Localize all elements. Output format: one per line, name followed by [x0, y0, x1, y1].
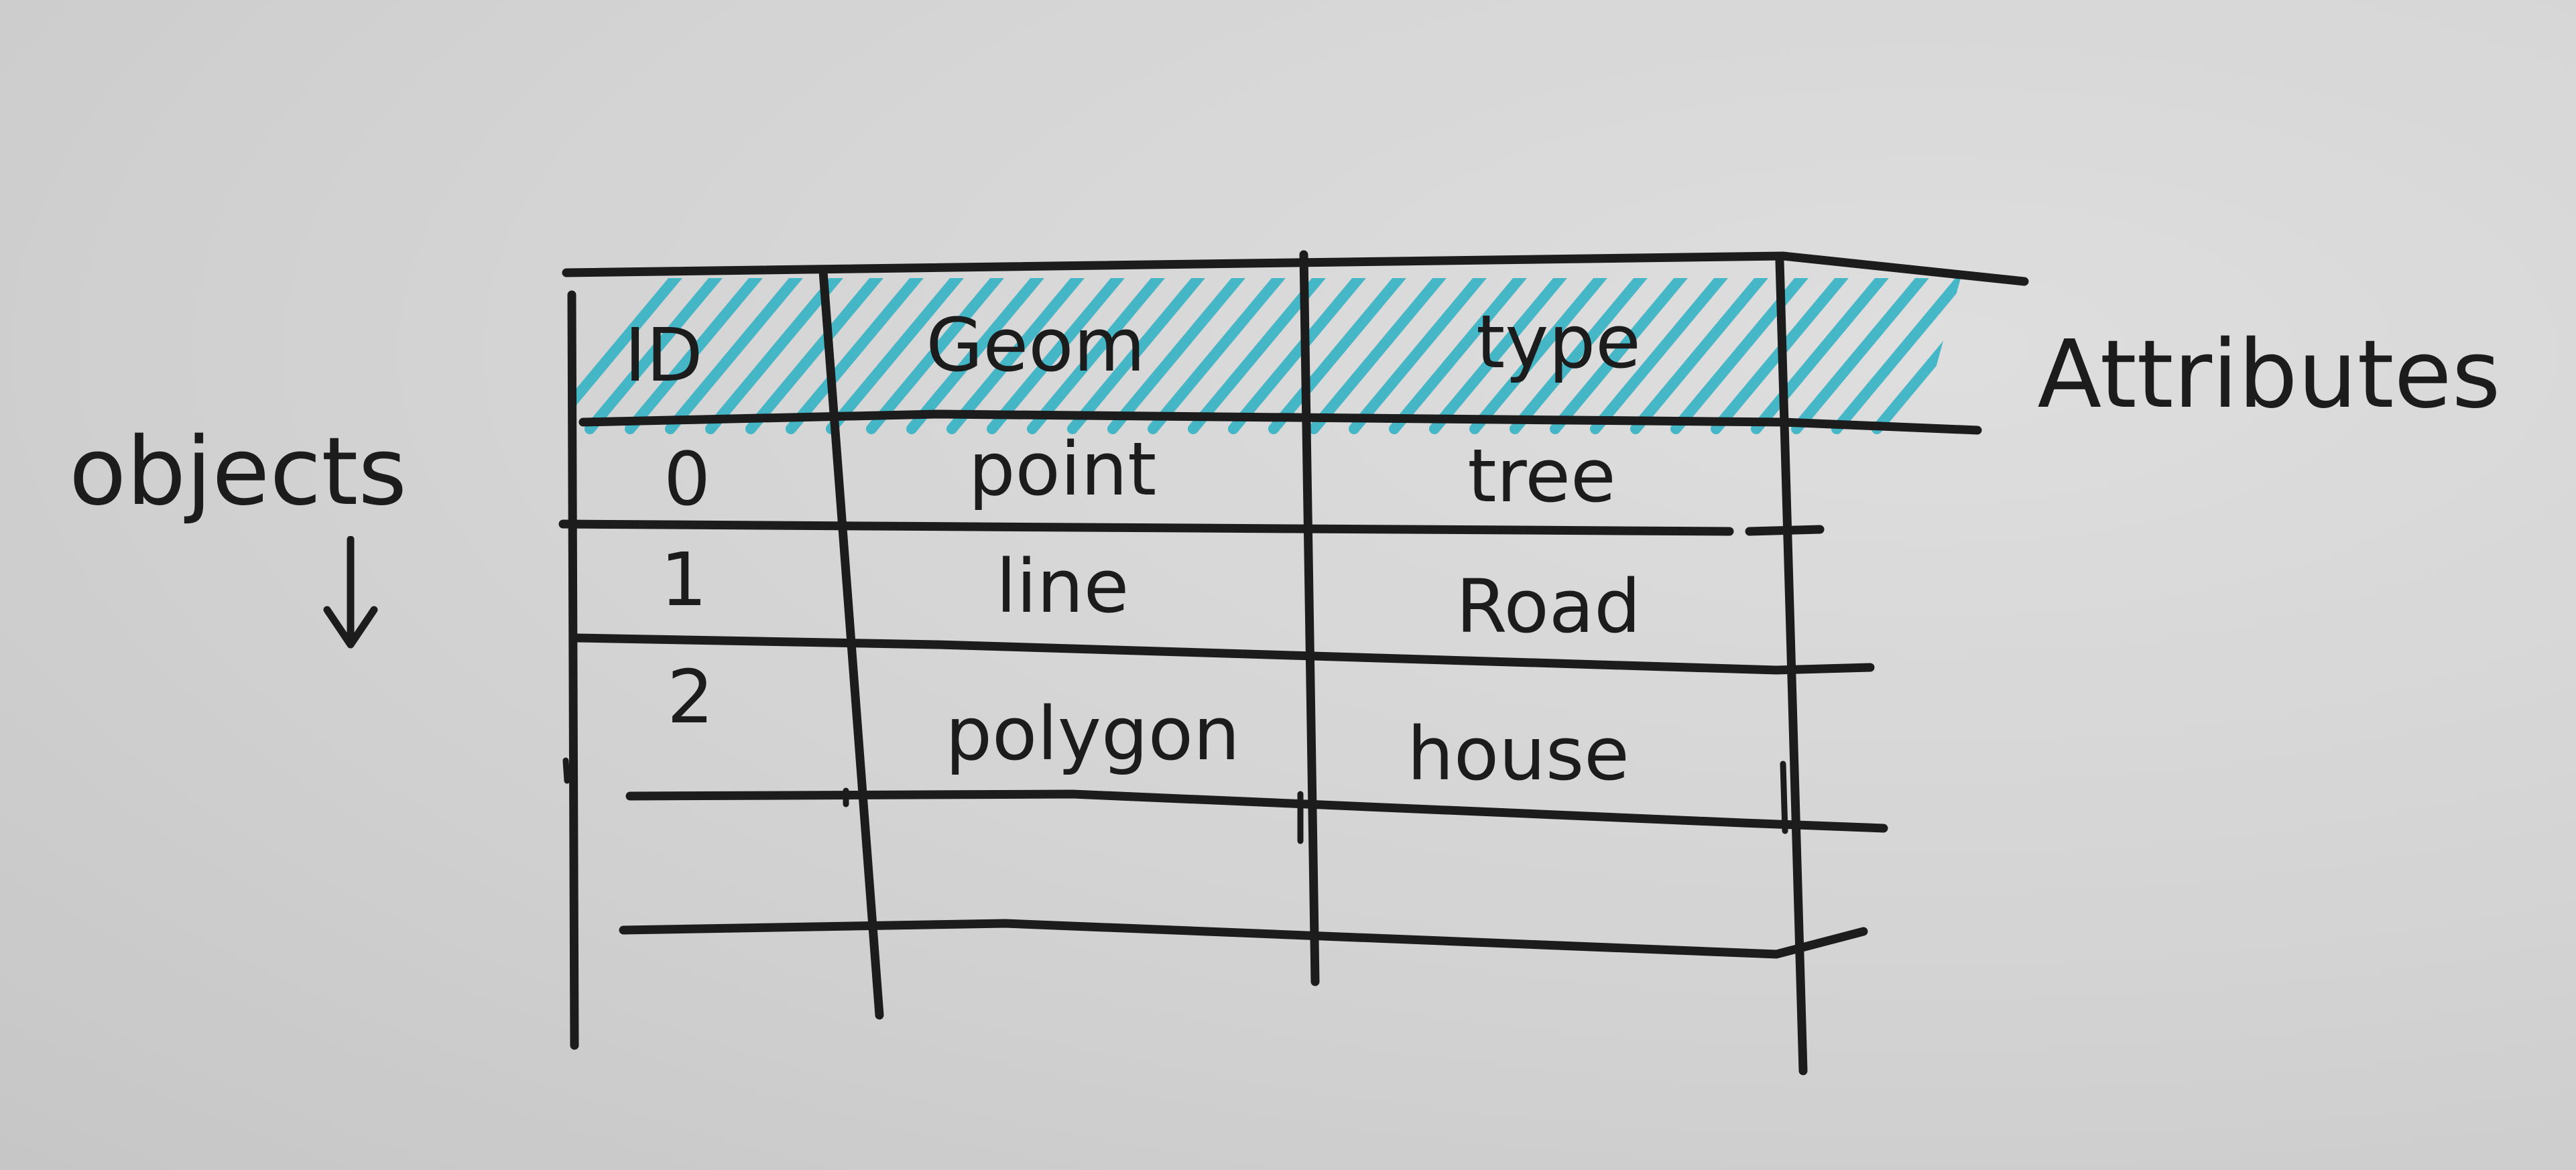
tick-marks: [562, 757, 1788, 844]
attributes-label: Attributes: [2037, 320, 2501, 430]
table-cell: 1: [660, 537, 707, 623]
objects-label: objects: [68, 417, 408, 527]
table-cell: Road: [1455, 564, 1642, 649]
header-hatching: [573, 278, 1961, 434]
table-cell: house: [1407, 711, 1630, 797]
grid-lines: [558, 250, 2029, 1076]
table-cell: 2: [667, 654, 714, 740]
table-cell: tree: [1467, 433, 1616, 519]
arrow-down-icon: [323, 536, 378, 649]
table-cell: 0: [664, 436, 711, 522]
header-id: ID: [624, 312, 703, 398]
table-cell: line: [995, 543, 1129, 629]
header-geom: Geom: [926, 302, 1146, 388]
table-cell: polygon: [945, 691, 1240, 777]
table-cell: point: [968, 426, 1157, 512]
header-type: type: [1476, 299, 1641, 385]
